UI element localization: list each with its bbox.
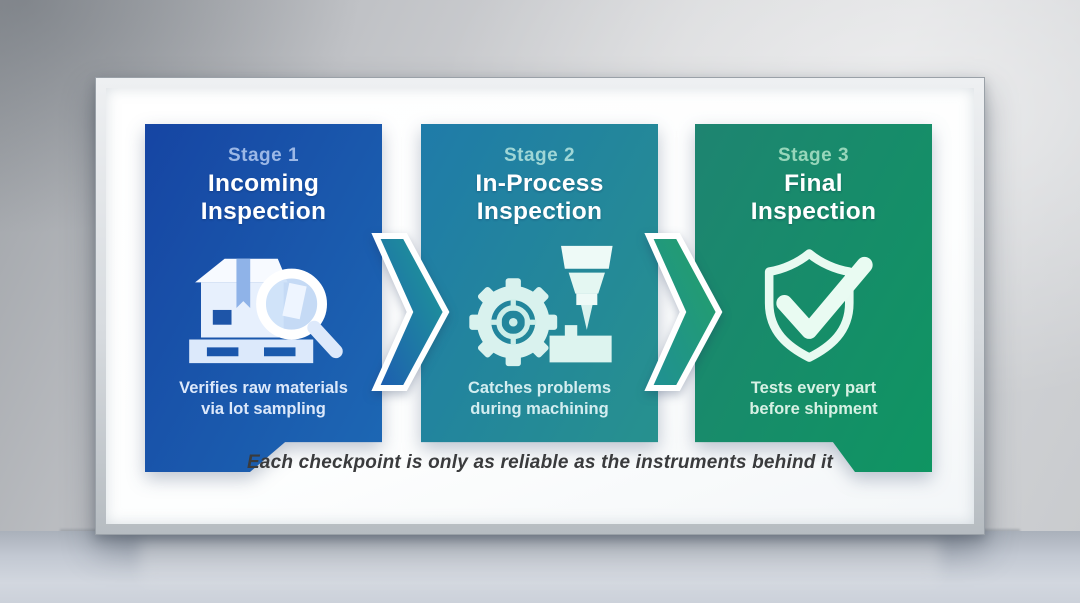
footer-caption: Each checkpoint is only as reliable as t… [246,452,834,473]
stage-2-card-body: Stage 2 In-Process Inspection [421,124,658,443]
stage-2-card: Stage 2 In-Process Inspection [421,124,658,472]
stage-2-label: Stage 2 [503,145,576,166]
stage-2-title-line2: Inspection [476,198,603,225]
stage-3-card-body: Stage 3 Final Inspection Tests every par… [695,124,932,472]
stage-2-title: In-Process Inspection [421,170,658,226]
stage-3-title-line2: Inspection [750,198,877,225]
stage-3-desc-line1: Tests every part [750,379,877,397]
stage-1-card-body: Stage 1 Incoming Inspection [145,124,382,472]
chevron-arrow-1-icon [371,233,450,391]
stage-1-description: Verifies raw materials via lot sampling [145,378,382,420]
stage-3-title-line1: Final [784,170,843,197]
stage-1-card: Stage 1 Incoming Inspection [145,124,382,472]
stage-2-desc-line1: Catches problems [467,379,612,397]
stage-1-desc-line1: Verifies raw materials [179,379,348,397]
panel-reflection [140,540,940,588]
stage-2-desc-line2: during machining [470,400,609,418]
stage-1-title: Incoming Inspection [145,170,382,226]
stage-3-description: Tests every part before shipment [695,378,932,420]
chevron-arrow-2-icon [644,233,723,391]
shield-check-icon [695,240,932,372]
stage-3-label: Stage 3 [777,145,850,166]
stage-1-label: Stage 1 [227,145,300,166]
stage-3-card: Stage 3 Final Inspection Tests every par… [695,124,932,472]
stage-2-title-line1: In-Process [475,170,604,197]
stage-3-desc-line2: before shipment [749,400,878,418]
stage-2-description: Catches problems during machining [421,378,658,420]
gear-crosshair-drill-icon [421,240,658,372]
stage-1-desc-line2: via lot sampling [201,400,326,418]
box-magnifier-icon [145,240,382,372]
stage-3-title: Final Inspection [695,170,932,226]
stage-1-title-line1: Incoming [207,170,320,197]
stage-1-title-line2: Inspection [200,198,327,225]
